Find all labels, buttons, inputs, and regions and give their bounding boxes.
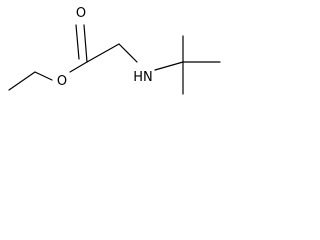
- atom-ester-oxygen: O: [57, 74, 67, 89]
- bond-ethyl-ch2-o: [34, 71, 53, 81]
- atom-amine-nh: HN: [133, 70, 153, 85]
- bond-o-carbonyl-carbon: [69, 61, 88, 73]
- bond-carbonyl-double-2: [75, 24, 80, 60]
- bond-ethyl-ch3-ch2: [8, 71, 36, 91]
- chemical-structure: O O HN: [8, 6, 221, 95]
- bond-carbonyl-ch2: [86, 43, 120, 63]
- atom-carbonyl-oxygen: O: [76, 6, 86, 21]
- bond-nh-quaternary-carbon: [154, 61, 184, 71]
- bond-ch2-nh: [118, 43, 138, 63]
- bond-carbonyl-double-1: [83, 24, 88, 63]
